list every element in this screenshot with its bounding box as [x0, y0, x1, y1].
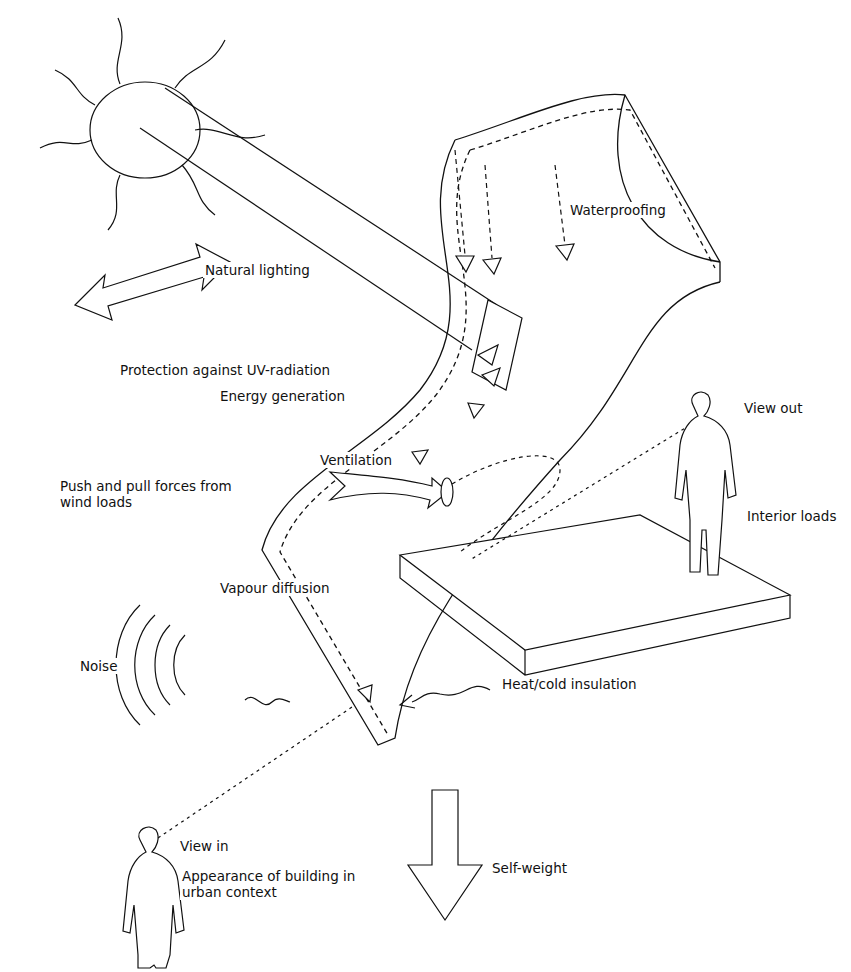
sun	[182, 165, 215, 215]
annotation-label: Ventilation	[318, 452, 394, 468]
light-beam	[140, 88, 497, 350]
heat-arrow	[400, 686, 490, 708]
annotation-label: Natural lighting	[203, 262, 312, 278]
heat-arrow	[412, 686, 490, 702]
arrowheads	[468, 403, 484, 418]
annotation-label: Heat/cold insulation	[500, 676, 639, 692]
heat-arrow	[400, 695, 415, 708]
vapour-wave	[245, 697, 290, 704]
rain-arrows	[455, 150, 565, 258]
facade-ribbon	[470, 109, 715, 268]
annotation-label: Vapour diffusion	[218, 580, 331, 596]
sun	[117, 18, 122, 84]
person-view-out	[675, 392, 736, 575]
annotation-label: Appearance of building in urban context	[180, 868, 359, 900]
facade-ribbon	[262, 140, 720, 745]
ventilation-arrow	[330, 472, 448, 508]
sight-lines	[158, 425, 690, 838]
ventilation-arrow	[441, 478, 453, 506]
rain-arrows	[455, 150, 465, 255]
sun	[108, 175, 120, 230]
arrowheads	[556, 244, 574, 260]
self-weight-arrow	[408, 790, 482, 920]
annotation-label: Energy generation	[218, 388, 347, 404]
floor-slab	[400, 555, 790, 675]
person-view-in	[123, 827, 184, 968]
solar-panel	[472, 300, 522, 390]
annotation-label: Waterproofing	[568, 202, 668, 218]
sun	[55, 70, 95, 105]
ventilation-arrow	[330, 456, 560, 552]
arrowheads	[456, 256, 474, 272]
facade-ribbon	[618, 95, 720, 262]
solar-panel	[482, 368, 500, 386]
light-beam	[140, 128, 472, 350]
floor-slab	[400, 515, 790, 650]
annotation-label: View out	[742, 400, 804, 416]
self-weight-arrow	[408, 790, 482, 920]
annotation-label: Self-weight	[490, 860, 569, 876]
noise-waves	[155, 625, 170, 705]
noise-waves	[116, 605, 140, 725]
solar-panel	[478, 345, 498, 365]
sun	[175, 40, 225, 88]
vapour-wave	[245, 697, 290, 704]
sun	[40, 18, 265, 230]
arrowheads	[483, 258, 501, 274]
facade-ribbon	[280, 150, 470, 735]
solar-panel	[472, 300, 522, 390]
noise-waves	[135, 615, 155, 715]
annotation-label: Push and pull forces from wind loads	[58, 478, 234, 510]
arrowheads	[358, 685, 372, 702]
annotation-label: Protection against UV-radiation	[118, 362, 332, 378]
person-view-out	[675, 392, 736, 575]
sight-lines	[470, 425, 690, 560]
sun	[90, 82, 200, 178]
facade-ribbon	[455, 94, 720, 282]
rain-arrows	[485, 165, 492, 258]
wind-arrow	[75, 244, 230, 320]
annotation-label: Interior loads	[745, 508, 838, 524]
noise-waves	[174, 635, 185, 695]
rain-arrows	[555, 165, 565, 245]
noise-waves	[116, 605, 185, 725]
person-view-in	[123, 827, 184, 968]
sight-lines	[158, 705, 355, 838]
sun	[40, 140, 92, 148]
wind-arrow	[75, 244, 230, 320]
ventilation-arrow	[452, 456, 560, 552]
annotation-label: Noise	[78, 658, 119, 674]
floor-slab	[400, 515, 790, 675]
arrowheads	[412, 450, 428, 464]
annotation-label: View in	[178, 838, 231, 854]
